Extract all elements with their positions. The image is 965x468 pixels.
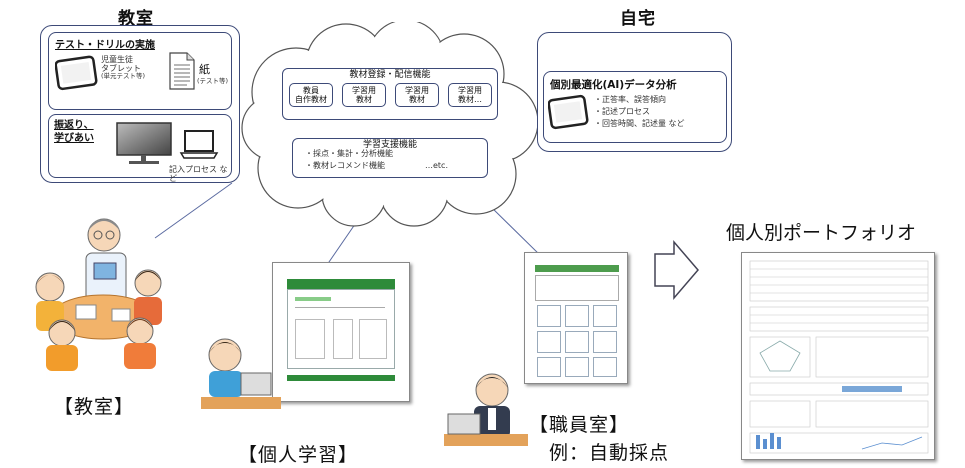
right-arrow-icon bbox=[654, 239, 699, 301]
student-laptop-illustration bbox=[201, 338, 281, 409]
learning-support-title: 学習支援機能 bbox=[358, 140, 421, 150]
material-chip-4-line-2: 教材… bbox=[458, 95, 482, 105]
material-chip-1-line-2: 自作教材 bbox=[295, 95, 327, 105]
material-chip-3: 学習用 教材 bbox=[395, 83, 439, 108]
material-chip-1: 教員 自作教材 bbox=[289, 83, 333, 108]
learning-support-box: 学習支援機能 ・採点・集計・分析機能 ・教材レコメンド機能 …etc. bbox=[292, 138, 488, 178]
portfolio-title: 個人別ポートフォリオ bbox=[726, 222, 917, 244]
review-heading: 振返り、 学びあい bbox=[54, 120, 94, 145]
review-heading-line-2: 学びあい bbox=[54, 132, 94, 144]
tablet-icon-home bbox=[548, 94, 589, 130]
ai-analysis-box: 個別最適化(AI)データ分析 ・正答率、誤答傾向 ・記述プロセス ・回答時間、記… bbox=[543, 71, 727, 143]
classroom-panel-title: 教室 bbox=[118, 9, 154, 29]
whiteboard-icon bbox=[116, 122, 172, 164]
individual-screen bbox=[272, 262, 410, 402]
tablet-line-1: 児童生徒 bbox=[101, 55, 133, 64]
tablet-line-3: (単元テスト等) bbox=[101, 72, 146, 81]
test-drill-heading: テスト・ドリルの実施 bbox=[55, 40, 155, 51]
portfolio-thumbnail bbox=[749, 260, 929, 454]
ai-line-1: ・正答率、誤答傾向 bbox=[594, 95, 666, 104]
caption-individual: 【個人学習】 bbox=[238, 444, 359, 466]
paper-label: 紙 bbox=[199, 63, 210, 76]
review-note: 記入プロセス など bbox=[169, 165, 228, 184]
support-line-1: ・採点・集計・分析機能 bbox=[305, 149, 393, 158]
portfolio-document bbox=[741, 252, 935, 460]
paper-note: (テスト等) bbox=[197, 77, 229, 85]
material-chip-3-line-1: 学習用 bbox=[405, 86, 429, 95]
cloud-shape bbox=[241, 22, 539, 227]
teacher-laptop-illustration bbox=[444, 373, 528, 446]
caption-staff-room: 【職員室】 bbox=[529, 414, 630, 436]
support-line-3: …etc. bbox=[425, 161, 448, 170]
material-chip-4-line-1: 学習用 bbox=[458, 86, 482, 95]
staff-screen bbox=[524, 252, 628, 384]
material-chip-1-line-1: 教員 bbox=[303, 86, 319, 95]
material-register-title: 教材登録・配信機能 bbox=[345, 70, 435, 80]
laptop-icon bbox=[179, 130, 219, 159]
caption-auto-grading: 例：自動採点 bbox=[549, 442, 670, 464]
home-panel-title: 自宅 bbox=[620, 9, 656, 29]
review-box: 振返り、 学びあい 記入プロセス など bbox=[48, 114, 232, 183]
ai-line-2: ・記述プロセス bbox=[594, 107, 650, 116]
review-heading-line-1: 振返り、 bbox=[54, 120, 94, 131]
tablet-lines: 児童生徒 タブレット (単元テスト等) bbox=[101, 55, 145, 81]
tablet-line-2: タブレット bbox=[101, 64, 141, 74]
home-panel: 個別最適化(AI)データ分析 ・正答率、誤答傾向 ・記述プロセス ・回答時間、記… bbox=[537, 32, 732, 152]
caption-classroom: 【教室】 bbox=[54, 396, 135, 418]
ai-line-3: ・回答時間、記述量 など bbox=[594, 119, 685, 128]
ai-analysis-title: 個別最適化(AI)データ分析 bbox=[550, 79, 677, 91]
classroom-illustration bbox=[35, 218, 162, 371]
test-drill-box: テスト・ドリルの実施 児童生徒 タブレット (単元テスト等) 紙 (テスト等) bbox=[48, 32, 232, 110]
support-line-2: ・教材レコメンド機能 bbox=[305, 161, 385, 170]
material-chip-2-line-1: 学習用 bbox=[352, 86, 376, 95]
tablet-icon bbox=[55, 55, 98, 91]
material-chip-2-line-2: 教材 bbox=[356, 95, 372, 105]
classroom-panel: テスト・ドリルの実施 児童生徒 タブレット (単元テスト等) 紙 (テスト等) … bbox=[40, 25, 240, 183]
paper-icon bbox=[169, 52, 195, 90]
material-chip-4: 学習用 教材… bbox=[448, 83, 492, 108]
material-chip-3-line-2: 教材 bbox=[409, 95, 425, 105]
material-register-box: 教材登録・配信機能 教員 自作教材 学習用 教材 学習用 教材 学習用 教材… bbox=[282, 68, 498, 120]
material-chip-2: 学習用 教材 bbox=[342, 83, 386, 108]
